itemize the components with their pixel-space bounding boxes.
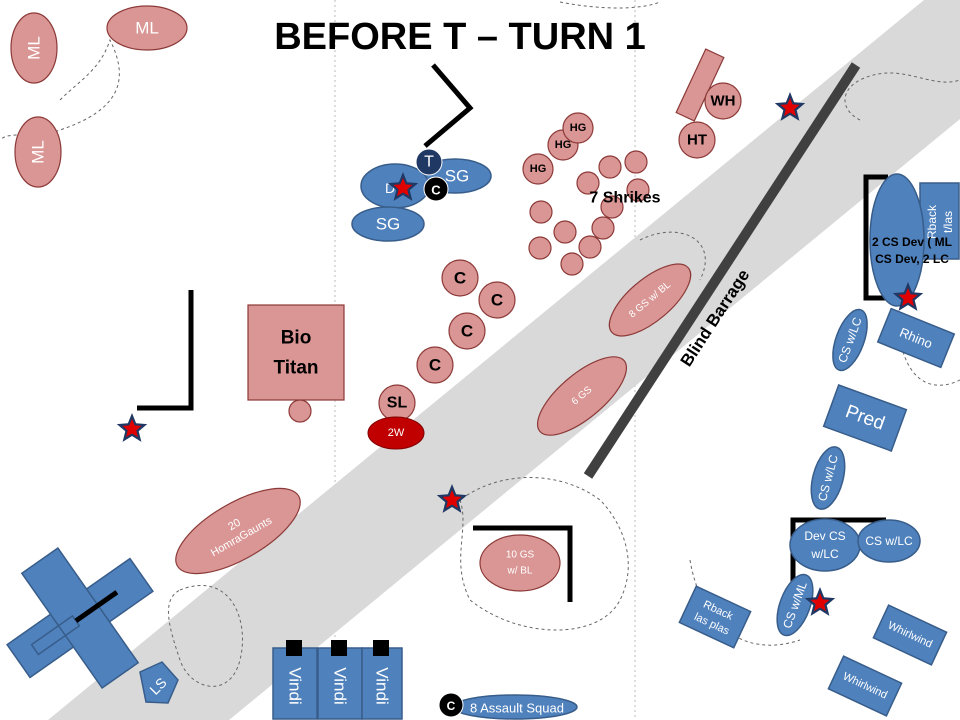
unit-cs-lc[interactable]: CS w/LC (805, 443, 851, 513)
svg-text:ML: ML (29, 140, 48, 164)
svg-text:HG: HG (530, 163, 547, 175)
svg-text:HG: HG (555, 139, 572, 151)
unit-flyer[interactable] (0, 518, 182, 719)
svg-text:D: D (385, 180, 395, 196)
unit-c[interactable]: C (448, 312, 486, 350)
objective-star-icon (810, 593, 830, 612)
svg-text:7 Shrikes: 7 Shrikes (589, 190, 660, 207)
svg-text:WH: WH (711, 93, 736, 110)
svg-text:10 GS: 10 GS (506, 550, 535, 561)
wall (473, 525, 573, 602)
unit-hg[interactable]: HG (522, 153, 554, 185)
unit-assault-squad[interactable]: 8 Assault Squad C (438, 692, 578, 720)
unit-10gs[interactable]: 10 GS w/ BL (479, 534, 561, 592)
svg-text:Vindi: Vindi (331, 667, 350, 705)
terrain-outline (639, 231, 706, 281)
svg-text:SG: SG (376, 215, 401, 234)
unit-ml[interactable]: ML (10, 12, 58, 84)
unit-c[interactable]: C (441, 259, 479, 297)
wall (863, 174, 888, 301)
unit-2w[interactable]: 2W (367, 416, 425, 450)
wall (790, 517, 886, 600)
unit-c-black[interactable]: C (423, 176, 449, 202)
unit-8gs[interactable]: 8 GS w/ BL (598, 252, 702, 348)
svg-text:CS Dev, 2 LC: CS Dev, 2 LC (875, 252, 949, 266)
objective-star-icon (780, 98, 800, 117)
svg-text:Vindi: Vindi (373, 667, 392, 705)
svg-text:Dev CS: Dev CS (804, 529, 845, 543)
svg-text:C: C (447, 699, 456, 713)
unit-rhino[interactable]: Rhino (876, 307, 956, 369)
objective-stars (116, 92, 924, 616)
unit-rback-tlas[interactable]: Rback t/las (919, 182, 960, 260)
svg-text:2 CS Dev ( ML: 2 CS Dev ( ML (872, 235, 952, 249)
svg-text:2W: 2W (388, 427, 405, 439)
svg-text:C: C (431, 183, 441, 198)
unit-whirlwind[interactable]: Whirlwind (827, 655, 903, 717)
wall (137, 290, 194, 411)
svg-text:C: C (491, 291, 503, 310)
unit-whirlwind[interactable]: Whirlwind (872, 604, 948, 666)
terrain-outline (559, 1, 661, 9)
unit-vindi[interactable]: Vindi (317, 640, 363, 720)
svg-text:SL: SL (387, 395, 408, 412)
svg-text:Titan: Titan (273, 358, 318, 379)
unit-6gs[interactable]: 6 GS (526, 344, 639, 448)
objective-star-icon (393, 178, 413, 197)
unit-ml[interactable]: ML (106, 5, 188, 51)
unit-bio-titan[interactable]: Bio Titan (247, 304, 345, 423)
unit-dev-cs[interactable]: Dev CS w/LC (789, 518, 861, 572)
unit-cs-lc[interactable]: CS w/LC (826, 305, 874, 375)
unit-sg[interactable]: SG (351, 206, 425, 242)
svg-text:ML: ML (135, 19, 159, 38)
terrain-outline (167, 584, 243, 687)
svg-text:Bio: Bio (281, 328, 312, 349)
unit-ls[interactable]: LS (139, 661, 179, 704)
unit-rback-plas[interactable]: Rback las plas (678, 585, 752, 649)
unit-ht[interactable]: HT (678, 121, 716, 159)
svg-text:C: C (454, 269, 466, 288)
svg-text:20: 20 (226, 517, 243, 534)
svg-text:HG: HG (570, 122, 587, 134)
svg-text:8 Assault Squad: 8 Assault Squad (470, 701, 564, 716)
road-band (48, 0, 960, 720)
svg-text:w/ BL: w/ BL (506, 566, 532, 577)
svg-text:Rback: Rback (925, 204, 939, 239)
unit-pred[interactable]: Pred (822, 384, 908, 452)
unit-cs-lc[interactable]: CS w/LC (857, 519, 921, 563)
objective-star-icon (442, 490, 462, 509)
objective-star-icon (898, 288, 918, 307)
unit-ml[interactable]: ML (14, 116, 62, 188)
svg-text:t/las: t/las (941, 211, 955, 233)
terrain-outline (844, 72, 960, 121)
unit-hg[interactable]: HG (562, 112, 594, 144)
unit-c[interactable]: C (478, 281, 516, 319)
page-title: BEFORE T – TURN 1 (274, 16, 646, 58)
svg-text:C: C (429, 356, 441, 375)
svg-text:T: T (424, 154, 434, 171)
terrain-outline (899, 339, 960, 386)
unit-c[interactable]: C (416, 346, 454, 384)
svg-text:Vindi: Vindi (286, 667, 305, 705)
terrain-outline (459, 477, 629, 631)
svg-text:C: C (461, 322, 473, 341)
objective-star-icon (122, 419, 142, 438)
unit-t[interactable]: T (415, 148, 443, 176)
unit-vindi[interactable]: Vindi (361, 640, 403, 720)
unit-wh[interactable]: WH (675, 48, 742, 122)
blind-barrage-line (583, 62, 861, 479)
unit-vindi[interactable]: Vindi (272, 640, 318, 720)
svg-text:SG: SG (445, 167, 470, 186)
svg-text:ML: ML (25, 36, 44, 60)
unit-cs-ml[interactable]: CS w/ML (770, 570, 820, 640)
svg-text:CS w/LC: CS w/LC (865, 534, 913, 548)
unit-sl[interactable]: SL (378, 384, 416, 422)
svg-text:HT: HT (687, 132, 707, 149)
svg-text:w/LC: w/LC (810, 547, 839, 561)
wall (423, 63, 474, 148)
unit-shrikes[interactable]: 7 Shrikes (528, 150, 661, 276)
unit-cs-dev[interactable]: 2 CS Dev ( ML CS Dev, 2 LC (869, 173, 952, 307)
